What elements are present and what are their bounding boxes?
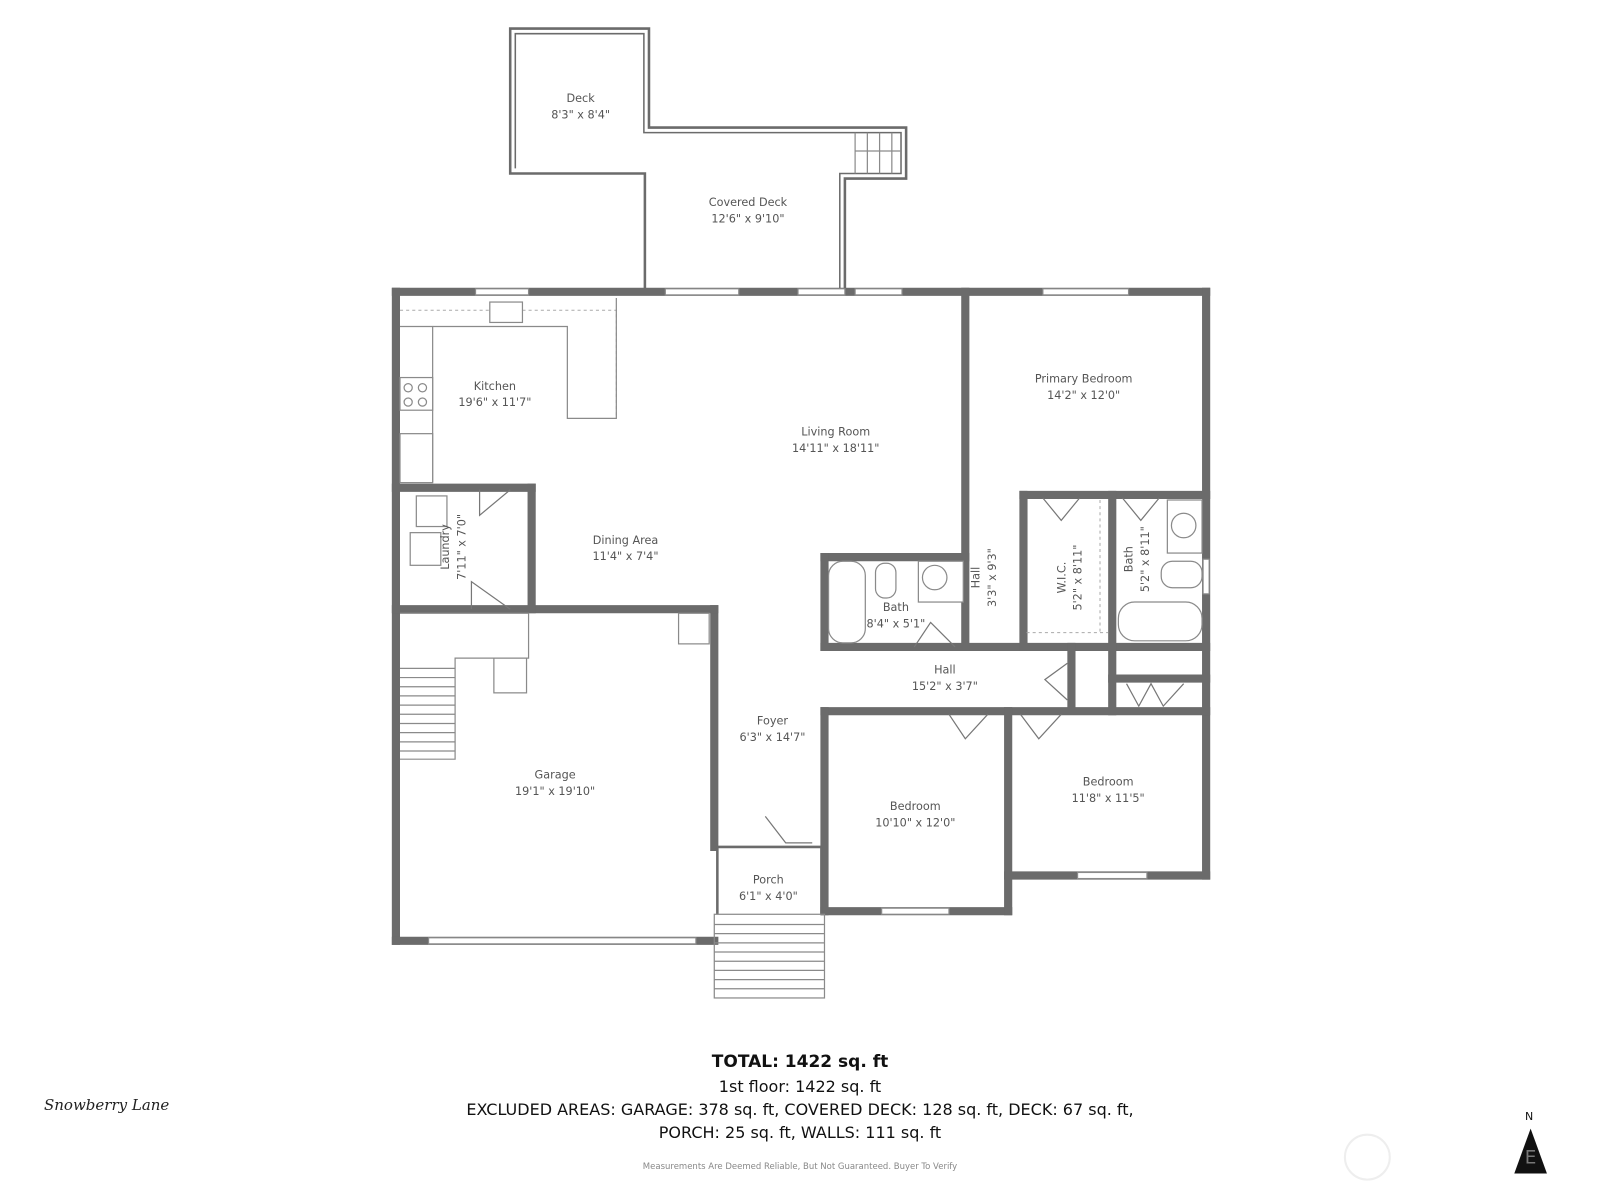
room-dimensions: 6'1" x 4'0" — [739, 890, 798, 903]
excluded-areas-line1: EXCLUDED AREAS: GARAGE: 378 sq. ft, COVE… — [466, 1100, 1134, 1119]
room-name: Kitchen — [474, 380, 516, 393]
room-label: Bath 8'4" x 5'1" — [867, 601, 926, 630]
room-label: Living Room 14'11" x 18'11" — [792, 426, 879, 455]
room-name: Covered Deck — [709, 196, 788, 209]
room-label: Porch 6'1" x 4'0" — [739, 874, 798, 903]
windows — [427, 288, 1210, 945]
room-label: Deck 8'3" x 8'4" — [551, 92, 610, 121]
room-dimensions: 19'6" x 11'7" — [458, 396, 531, 409]
room-name: Dining Area — [593, 534, 659, 547]
disclaimer: Measurements Are Deemed Reliable, But No… — [642, 1162, 958, 1172]
room-dimensions: 5'2" x 8'11" — [1072, 545, 1085, 611]
room-label: Bedroom 10'10" x 12'0" — [875, 800, 955, 829]
room-name: Primary Bedroom — [1035, 373, 1133, 386]
room-dimensions: 8'4" x 5'1" — [867, 618, 926, 631]
north-arrow-icon: E — [1343, 1128, 1547, 1181]
room-label: Primary Bedroom 14'2" x 12'0" — [1035, 373, 1133, 402]
room-dimensions: 14'2" x 12'0" — [1047, 389, 1120, 402]
room-name: Bath — [1123, 546, 1136, 572]
room-name: W.I.C. — [1055, 562, 1068, 594]
room-label: Hall 15'2" x 3'7" — [912, 663, 978, 692]
room-label: Garage 19'1" x 19'10" — [515, 769, 595, 798]
room-name: Porch — [753, 874, 784, 887]
logo-signature: Snowberry Lane — [44, 1096, 170, 1114]
garage-stairs — [400, 667, 456, 752]
room-name: Foyer — [757, 714, 788, 727]
water-heater — [677, 612, 710, 645]
deck-outline — [508, 27, 908, 292]
room-dimensions: 3'3" x 9'3" — [986, 548, 999, 607]
deck-stairs — [854, 132, 902, 174]
room-label: W.I.C. 5'2" x 8'11" — [1055, 545, 1084, 611]
room-name: Bath — [883, 601, 909, 614]
front-stairs — [713, 913, 826, 999]
svg-text:E: E — [1525, 1147, 1537, 1168]
room-name: Living Room — [801, 426, 870, 439]
room-name: Hall — [970, 567, 983, 589]
room-label: Covered Deck 12'6" x 9'10" — [709, 196, 788, 225]
room-dimensions: 10'10" x 12'0" — [875, 817, 955, 830]
room-name: Bedroom — [890, 800, 941, 813]
excluded-areas-line2: PORCH: 25 sq. ft, WALLS: 111 sq. ft — [658, 1123, 942, 1142]
room-labels: Deck 8'3" x 8'4" Covered Deck 12'6" x 9'10"… — [439, 92, 1152, 903]
room-dimensions: 15'2" x 3'7" — [912, 680, 978, 693]
room-dimensions: 14'11" x 18'11" — [792, 442, 879, 455]
fixtures — [399, 297, 1203, 760]
room-dimensions: 7'11" x 7'0" — [455, 514, 468, 580]
room-name: Bedroom — [1083, 776, 1134, 789]
compass-label: N — [1525, 1110, 1534, 1123]
doors — [470, 489, 1185, 844]
room-dimensions: 5'2" x 8'11" — [1139, 526, 1152, 592]
room-dimensions: 11'4" x 7'4" — [593, 550, 659, 563]
room-label: Dining Area 11'4" x 7'4" — [593, 534, 659, 563]
room-dimensions: 19'1" x 19'10" — [515, 785, 595, 798]
room-dimensions: 12'6" x 9'10" — [711, 212, 784, 225]
room-dimensions: 6'3" x 14'7" — [739, 731, 805, 744]
room-label: Bedroom 11'8" x 11'5" — [1072, 776, 1145, 805]
total-area: TOTAL: 1422 sq. ft — [711, 1052, 889, 1072]
floor-area: 1st floor: 1422 sq. ft — [718, 1077, 882, 1096]
room-dimensions: 8'3" x 8'4" — [551, 108, 610, 121]
room-name: Laundry — [439, 524, 452, 570]
room-name: Hall — [934, 663, 956, 676]
room-dimensions: 11'8" x 11'5" — [1072, 792, 1145, 805]
room-name: Deck — [567, 92, 596, 105]
room-name: Garage — [535, 769, 576, 782]
room-label: Foyer 6'3" x 14'7" — [739, 714, 805, 743]
room-label: Kitchen 19'6" x 11'7" — [458, 380, 531, 409]
